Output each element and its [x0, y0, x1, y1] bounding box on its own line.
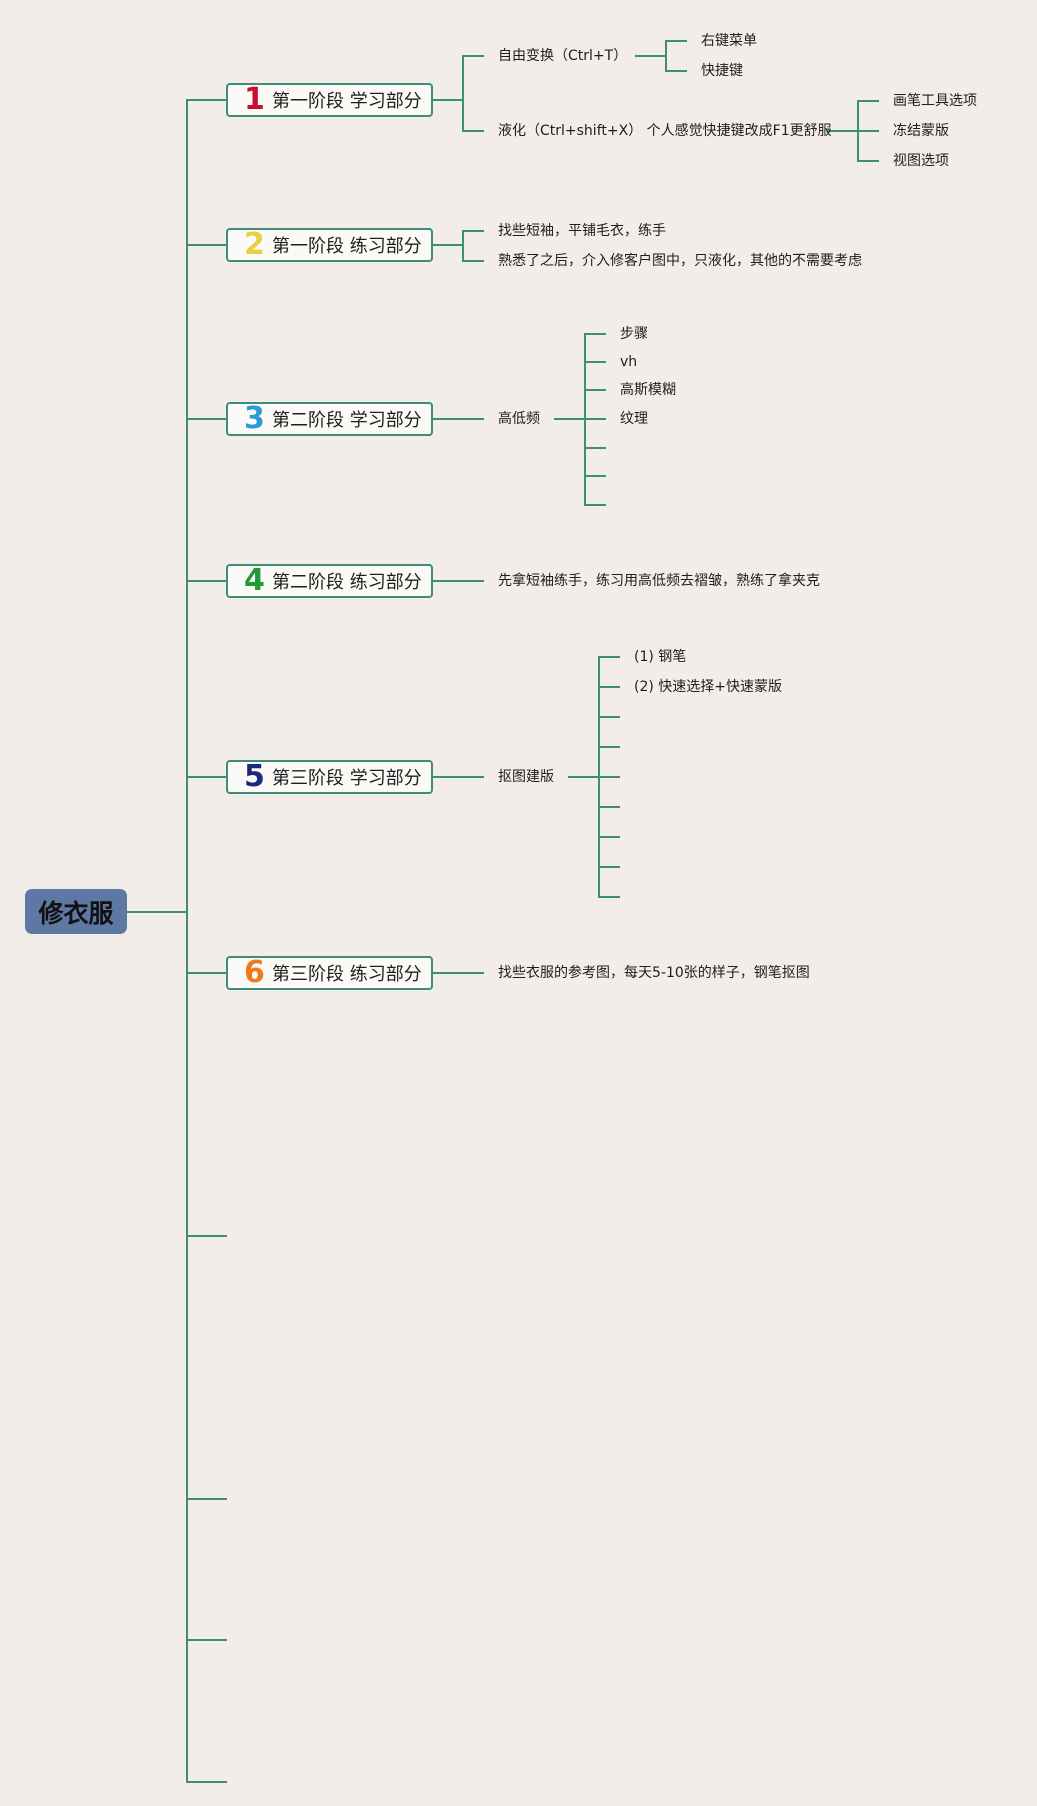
topic-frequency-separation[interactable]: 高低频: [498, 411, 540, 427]
topic-cutout[interactable]: 抠图建版: [498, 769, 554, 785]
subtopic-brush-options[interactable]: 画笔工具选项: [893, 93, 977, 109]
branch-label: 第一阶段 练习部分: [272, 236, 422, 257]
branch-node-1[interactable]: 1 第一阶段 学习部分: [226, 83, 433, 117]
branch-number-1: 1: [244, 82, 265, 117]
branch-label: 第三阶段 学习部分: [272, 768, 422, 789]
subtopic-shortcut-key[interactable]: 快捷键: [701, 63, 743, 79]
branch-label: 第二阶段 学习部分: [272, 410, 422, 431]
branch-node-5[interactable]: 5 第三阶段 学习部分: [226, 760, 433, 794]
topic-free-transform[interactable]: 自由变换（Ctrl+T）: [498, 48, 628, 64]
topic-liquify[interactable]: 液化（Ctrl+shift+X） 个人感觉快捷键改成F1更舒服: [498, 123, 832, 139]
branch-node-4[interactable]: 4 第二阶段 练习部分: [226, 564, 433, 598]
root-node[interactable]: 修衣服: [25, 889, 127, 934]
subtopic-view-options[interactable]: 视图选项: [893, 153, 949, 169]
topic-reference-practice[interactable]: 找些衣服的参考图，每天5-10张的样子，钢笔抠图: [498, 965, 810, 981]
branch-number-4: 4: [244, 563, 265, 598]
branch-label: 第一阶段 学习部分: [272, 91, 422, 112]
topic-practice-wrinkles[interactable]: 先拿短袖练手，练习用高低频去褶皱，熟练了拿夹克: [498, 573, 820, 589]
subtopic-gaussian-blur[interactable]: 高斯模糊: [620, 382, 676, 398]
branch-label: 第二阶段 练习部分: [272, 572, 422, 593]
branch-label: 第三阶段 练习部分: [272, 964, 422, 985]
topic-practice-tshirts[interactable]: 找些短袖，平铺毛衣，练手: [498, 223, 666, 239]
subtopic-freeze-mask[interactable]: 冻结蒙版: [893, 123, 949, 139]
branch-number-3: 3: [244, 401, 265, 436]
branch-node-6[interactable]: 6 第三阶段 练习部分: [226, 956, 433, 990]
subtopic-quick-select[interactable]: (2) 快速选择+快速蒙版: [634, 679, 783, 695]
topic-client-images[interactable]: 熟悉了之后，介入修客户图中，只液化，其他的不需要考虑: [498, 253, 862, 269]
subtopic-pen-tool[interactable]: (1) 钢笔: [634, 649, 687, 665]
branch-node-3[interactable]: 3 第二阶段 学习部分: [226, 402, 433, 436]
subtopic-texture[interactable]: 纹理: [620, 411, 648, 427]
subtopic-vh[interactable]: vh: [620, 354, 638, 370]
branch-number-2: 2: [244, 227, 265, 262]
branch-node-2[interactable]: 2 第一阶段 练习部分: [226, 228, 433, 262]
branch-number-6: 6: [244, 955, 265, 990]
subtopic-right-click-menu[interactable]: 右键菜单: [701, 33, 757, 49]
branch-number-5: 5: [244, 759, 265, 794]
subtopic-steps[interactable]: 步骤: [620, 326, 648, 342]
